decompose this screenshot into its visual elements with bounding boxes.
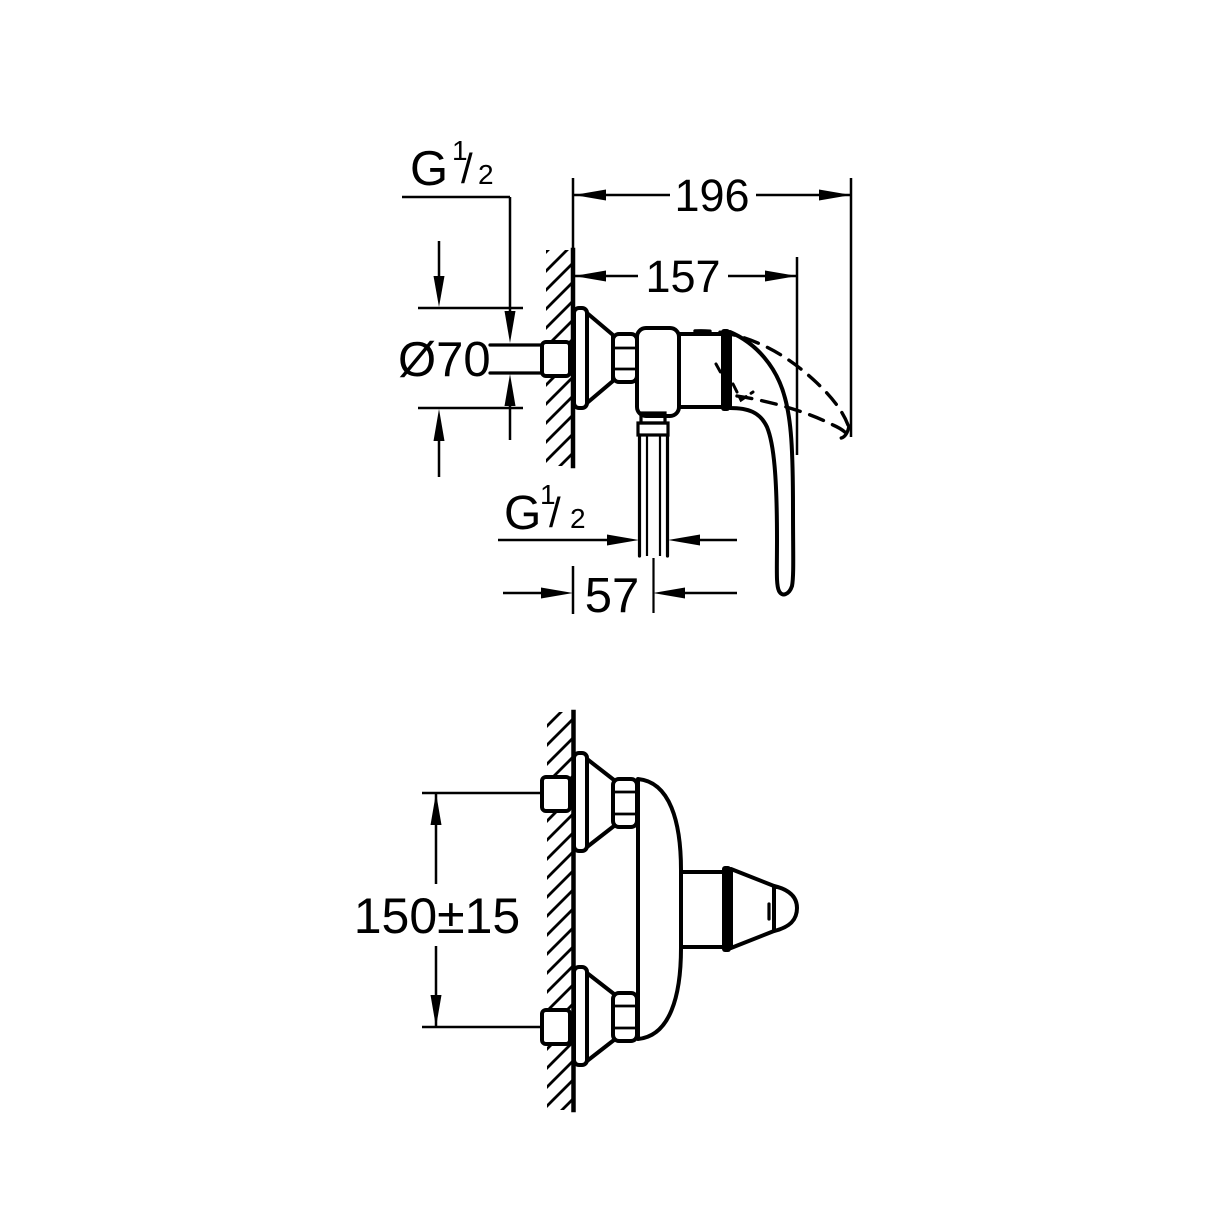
union-plug-lower — [540, 1008, 572, 1046]
escutcheon-cone-lower — [585, 971, 616, 1063]
union-nut-upper-facets — [613, 790, 637, 816]
dim-outlet-offset: 57 — [503, 566, 737, 623]
inlet-thread-slash: / — [461, 145, 473, 192]
mixer-body — [635, 326, 681, 418]
union-nut-upper — [611, 777, 639, 829]
dim-57-text: 57 — [585, 569, 640, 623]
union-nut-lower-facets — [613, 1004, 637, 1030]
supply-pipe-stub — [488, 343, 548, 375]
cartridge-housing — [677, 332, 725, 409]
dim-196-text: 196 — [674, 170, 749, 221]
dim-157-text: 157 — [645, 251, 720, 302]
dim-inlet-thread: G 1 / 2 — [402, 135, 516, 440]
plan-connection-upper — [540, 751, 639, 853]
dim-escutcheon-diameter: Ø70 — [398, 241, 523, 477]
plan-view: 150±15 — [354, 709, 799, 1113]
handle-hub — [721, 329, 730, 411]
plan-wall-hatching — [547, 712, 572, 1110]
handle-end-cap — [772, 884, 799, 933]
plan-connection-lower — [540, 965, 639, 1067]
union-plug-upper — [540, 775, 572, 813]
union-nut-lower — [611, 991, 639, 1043]
inlet-thread-denominator: 2 — [478, 159, 494, 190]
escutcheon-cone-upper — [585, 757, 616, 849]
inlet-thread-numerator: 1 — [452, 135, 468, 166]
dim-connection-spacing: 150±15 — [354, 791, 542, 1029]
outlet-thread-slash: / — [549, 489, 561, 536]
handle-hub-plan — [722, 866, 731, 952]
dim-handle-projection: 157 — [574, 251, 799, 455]
union-plug — [540, 340, 572, 378]
shower-hose-nipple — [637, 433, 670, 558]
escutcheon-cone — [585, 311, 615, 405]
dim-total-projection: 196 — [574, 170, 853, 437]
outlet-thread-numerator: 1 — [540, 479, 556, 510]
dim-70-text: Ø70 — [398, 333, 491, 387]
mixer-body-plan — [636, 777, 683, 1041]
inlet-thread-symbol: G — [410, 142, 448, 196]
outlet-nut — [636, 421, 670, 437]
dim-150-text: 150±15 — [354, 888, 520, 944]
outlet-thread-denominator: 2 — [570, 503, 586, 534]
lever-handle-raised-outline — [693, 329, 851, 440]
dim-outlet-thread: G 1 / 2 — [498, 479, 737, 546]
hose-nipple-bore — [645, 435, 662, 556]
spout-neck — [679, 870, 727, 949]
side-view: G 1 / 2 196 157 Ø70 — [398, 135, 853, 623]
union-nut — [611, 332, 639, 384]
union-nut-facets — [613, 346, 637, 371]
lever-handle — [728, 330, 796, 597]
outlet-thread-symbol: G — [504, 487, 541, 540]
